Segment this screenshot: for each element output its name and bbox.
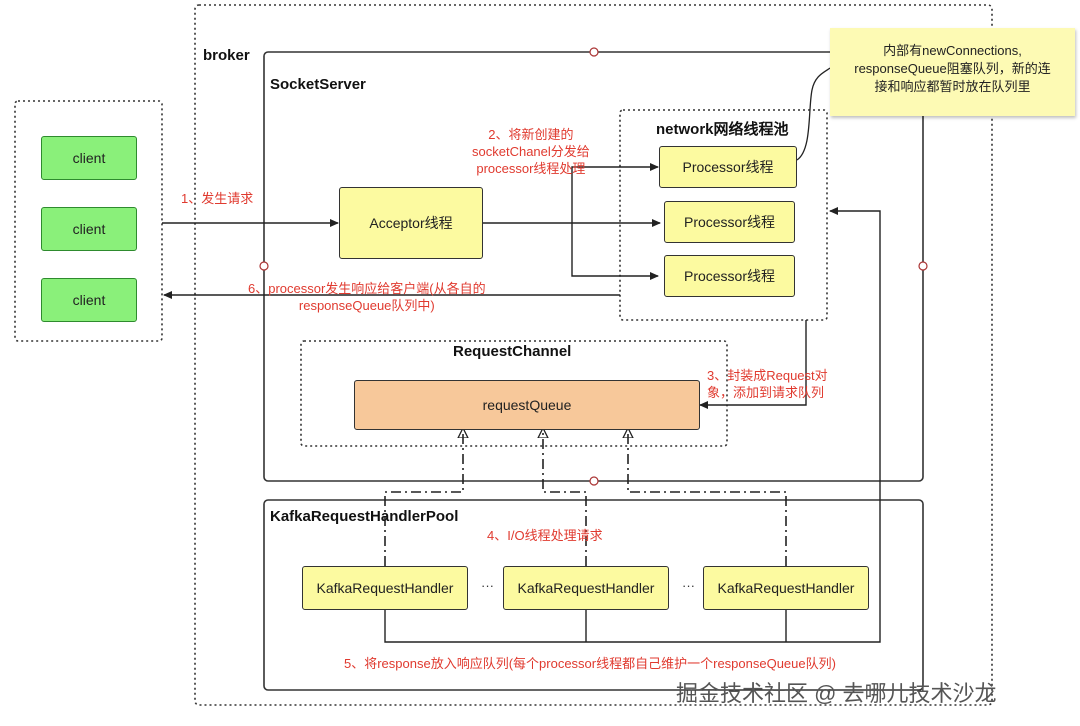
socket-server-title: SocketServer [270, 76, 366, 93]
port-circle [589, 47, 599, 57]
handler-pool-title: KafkaRequestHandlerPool [270, 508, 459, 525]
port-circle [918, 261, 928, 271]
fetch-line [384, 432, 463, 566]
client-box[interactable]: client [41, 278, 137, 322]
broker-title: broker [203, 47, 250, 64]
processor-thread[interactable]: Processor线程 [659, 146, 797, 188]
step-5-label: 5、将response放入响应队列(每个processor线程都自己维护一个re… [344, 656, 836, 671]
step-4-label: 4、I/O线程处理请求 [487, 528, 603, 543]
step-3-line: 象，添加到请求队列 [707, 385, 825, 400]
step-2-line: 2、将新创建的 [488, 127, 574, 142]
step-2-label: 2、将新创建的 socketChanel分发给 processor线程处理 [472, 126, 590, 177]
dispatch-branch [571, 223, 659, 280]
request-channel-boundary [300, 340, 728, 447]
watermark: 掘金技术社区 @ 去哪儿技术沙龙 [676, 681, 997, 706]
step-6-line: responseQueue队列中) [298, 298, 435, 313]
request-channel-title: RequestChannel [453, 343, 572, 360]
ellipsis: ··· [682, 578, 695, 593]
step-3-label: 3、封装成Request对 象，添加到请求队列 [707, 367, 828, 401]
note-line: 内部有newConnections, [883, 43, 1022, 58]
step-6-label: 6、processor发生响应给客户端(从各自的 responseQueue队列… [248, 280, 486, 314]
dispatch-branch [571, 163, 659, 223]
request-queue[interactable]: requestQueue [354, 380, 700, 430]
enqueue-arrow [699, 320, 807, 409]
fetch-line [543, 432, 587, 566]
acceptor-thread[interactable]: Acceptor线程 [339, 187, 483, 259]
client-box[interactable]: client [41, 136, 137, 180]
note-connector [796, 67, 831, 161]
processor-thread[interactable]: Processor线程 [664, 201, 795, 243]
handler-pool-boundary [263, 499, 924, 691]
client-box[interactable]: client [41, 207, 137, 251]
client-group-boundary [14, 100, 163, 342]
note-line: 接和响应都暂时放在队列里 [874, 79, 1031, 94]
broker-boundary [194, 4, 993, 706]
fetch-line [628, 432, 787, 566]
network-pool-title: network网络线程池 [656, 121, 789, 138]
step-1-label: 1、发生请求 [181, 191, 254, 206]
port-circle [259, 261, 269, 271]
kafka-request-handler[interactable]: KafkaRequestHandler [302, 566, 468, 610]
step-6-line: 6、processor发生响应给客户端(从各自的 [248, 281, 486, 296]
step-2-line: socketChanel分发给 [472, 144, 590, 159]
ellipsis: ··· [481, 578, 494, 593]
kafka-request-handler[interactable]: KafkaRequestHandler [503, 566, 669, 610]
port-circle [589, 476, 599, 486]
response-return-line [384, 207, 881, 643]
step-2-line: processor线程处理 [476, 161, 586, 176]
step-3-line: 3、封装成Request对 [707, 368, 828, 383]
note-line: responseQueue阻塞队列，新的连 [854, 61, 1051, 76]
kafka-request-handler[interactable]: KafkaRequestHandler [703, 566, 869, 610]
processor-thread[interactable]: Processor线程 [664, 255, 795, 297]
network-pool-boundary [619, 109, 828, 321]
sticky-note: 内部有newConnections, responseQueue阻塞队列，新的连… [830, 28, 1075, 116]
